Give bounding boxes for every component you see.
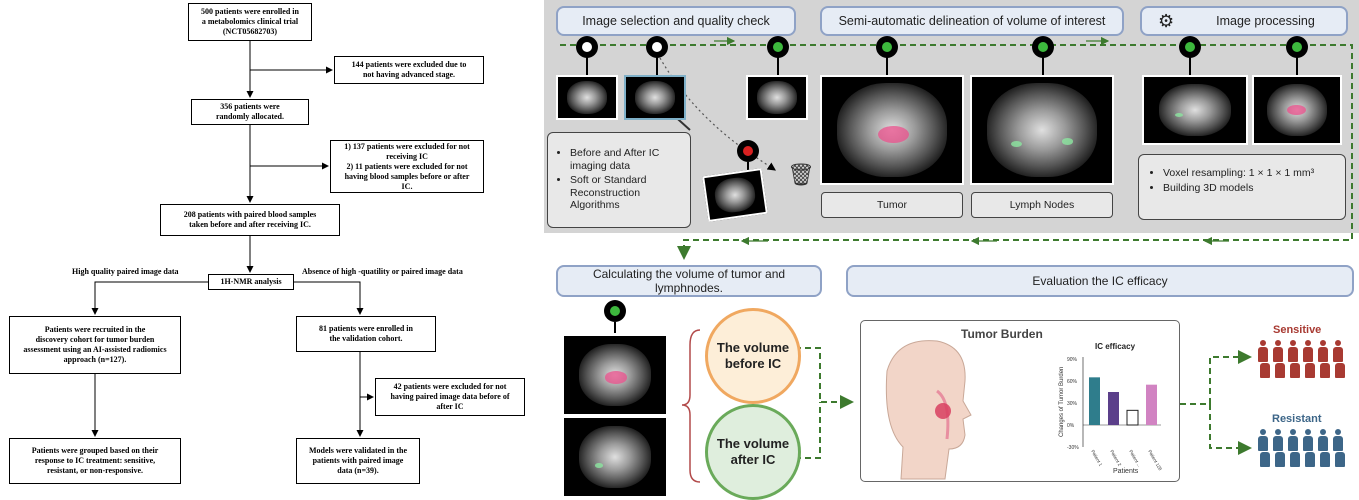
- step-image-selection-header: Image selection and quality check: [556, 6, 796, 36]
- person-icon: [1334, 356, 1346, 378]
- validation-enrolled-box: 81 patients were enrolled in the validat…: [296, 316, 436, 352]
- person-icon: [1334, 445, 1346, 467]
- tumor-pin-green: [876, 36, 898, 58]
- chart-xlabel: Patients: [1113, 468, 1139, 475]
- person-icon: [1289, 445, 1301, 467]
- param-3d: Building 3D models: [1163, 182, 1337, 195]
- lymph-caption: Lymph Nodes: [971, 192, 1113, 218]
- person-icon: [1287, 340, 1299, 362]
- lymph-pin-green: [1032, 36, 1054, 58]
- excluded-stage-box: 144 patients were excluded due to not ha…: [334, 56, 484, 84]
- person-icon: [1274, 356, 1286, 378]
- quality-pin-white-1: [576, 36, 598, 58]
- ct-thumbnail-1: [556, 75, 618, 120]
- person-icon: [1287, 429, 1299, 451]
- randomized-box: 356 patients were randomly allocated.: [191, 99, 309, 125]
- chart-bar: [1146, 384, 1157, 425]
- quality-pin-white-2: [646, 36, 668, 58]
- ct-lymph-image: [970, 75, 1114, 185]
- chart-ytick: 90%: [1067, 357, 1078, 363]
- nmr-analysis-box: 1H-NMR analysis: [208, 274, 294, 290]
- chart-bar: [1108, 392, 1119, 425]
- volume-after-circle: The volume after IC: [705, 404, 801, 500]
- criteria-item-1: Before and After IC imaging data: [570, 147, 684, 172]
- person-icon: [1302, 429, 1314, 451]
- person-icon: [1304, 445, 1316, 467]
- step-image-processing-header: ⚙ Image processing: [1140, 6, 1348, 36]
- volume-pin-green: [604, 300, 626, 322]
- ct-processed-image-1: [1142, 75, 1248, 145]
- person-icon: [1332, 340, 1344, 362]
- excluded-image-box: 42 patients were excluded for not having…: [375, 378, 525, 416]
- chart-title: IC efficacy: [1095, 342, 1136, 351]
- sensitive-label: Sensitive: [1273, 324, 1322, 336]
- gear-icon: ⚙: [1158, 11, 1175, 31]
- resistant-label: Resistant: [1272, 413, 1322, 425]
- chart-xtick: Patient 128: [1147, 449, 1163, 472]
- person-icon: [1317, 429, 1329, 451]
- chart-ylabel: Changes of Tumor Burden: [1059, 367, 1065, 437]
- enrolled-box: 500 patients were enrolled in a metabolo…: [188, 3, 312, 41]
- absence-label: Absence of high -quatility or paired ima…: [302, 267, 463, 276]
- criteria-item-2: Soft or Standard Reconstruction Algorith…: [570, 174, 684, 212]
- person-icon: [1257, 429, 1269, 451]
- ct-volume-after: [562, 416, 668, 498]
- ic-efficacy-chart: IC efficacy Changes of Tumor Burden Pati…: [1059, 342, 1163, 475]
- chart-ytick: 0%: [1067, 423, 1075, 429]
- validated-box: Models were validated in the patients wi…: [296, 438, 420, 484]
- reject-pin-red: [737, 140, 759, 162]
- processing-pin-green-1: [1179, 36, 1201, 58]
- trash-icon: 🗑: [787, 162, 815, 187]
- volume-before-circle: The volume before IC: [705, 308, 801, 404]
- image-criteria-box: Before and After IC imaging data Soft or…: [547, 132, 691, 228]
- step-volume-header: Calculating the volume of tumor and lymp…: [556, 265, 822, 297]
- chart-bar: [1126, 409, 1139, 426]
- chart-xtick: Patient 2: [1109, 449, 1122, 467]
- person-icon: [1319, 356, 1331, 378]
- paired-blood-box: 208 patients with paired blood samples t…: [160, 204, 340, 236]
- step-delineation-header: Semi-automatic delineation of volume of …: [820, 6, 1124, 36]
- chart-xtick: Patient 1: [1090, 449, 1103, 467]
- person-icon: [1317, 340, 1329, 362]
- ct-processed-image-2: [1252, 75, 1342, 145]
- chart-xtick: Patient ...: [1128, 449, 1142, 468]
- person-icon: [1302, 340, 1314, 362]
- image-processing-title: Image processing: [1216, 14, 1315, 28]
- ct-thumbnail-2: [624, 75, 686, 120]
- tumor-burden-title: Tumor Burden: [961, 327, 1043, 341]
- param-voxel: Voxel resampling: 1 × 1 × 1 mm³: [1163, 167, 1337, 180]
- person-icon: [1259, 445, 1271, 467]
- person-icon: [1319, 445, 1331, 467]
- tumor-burden-panel: Tumor Burden IC efficacy Changes of Tumo…: [860, 320, 1180, 482]
- person-icon: [1257, 340, 1269, 362]
- head-illustration: [885, 340, 972, 480]
- step-evaluation-header: Evaluation the IC efficacy: [846, 265, 1354, 297]
- tumor-caption: Tumor: [821, 192, 963, 218]
- person-icon: [1289, 356, 1301, 378]
- ct-volume-before: [562, 334, 668, 416]
- excluded-ic-box: 1) 137 patients were excluded for not re…: [330, 140, 484, 193]
- chart-ytick: -30%: [1067, 445, 1079, 451]
- person-icon: [1274, 445, 1286, 467]
- processing-pin-green-2: [1286, 36, 1308, 58]
- person-icon: [1259, 356, 1271, 378]
- person-icon: [1272, 340, 1284, 362]
- chart-bar: [1089, 377, 1100, 425]
- ct-tumor-image: [820, 75, 964, 185]
- grouped-box: Patients were grouped based on their res…: [9, 438, 181, 484]
- chart-ytick: 30%: [1067, 401, 1078, 407]
- ct-thumbnail-passed: [746, 75, 808, 120]
- chart-ytick: 60%: [1067, 379, 1078, 385]
- person-icon: [1272, 429, 1284, 451]
- person-icon: [1304, 356, 1316, 378]
- person-icon: [1332, 429, 1344, 451]
- discovery-cohort-box: Patients were recruited in the discovery…: [9, 316, 181, 374]
- pass-pin-green-1: [767, 36, 789, 58]
- ct-rejected-image: [702, 168, 768, 222]
- processing-params-box: Voxel resampling: 1 × 1 × 1 mm³ Building…: [1138, 154, 1346, 220]
- high-quality-label: High quality paired image data: [72, 267, 179, 276]
